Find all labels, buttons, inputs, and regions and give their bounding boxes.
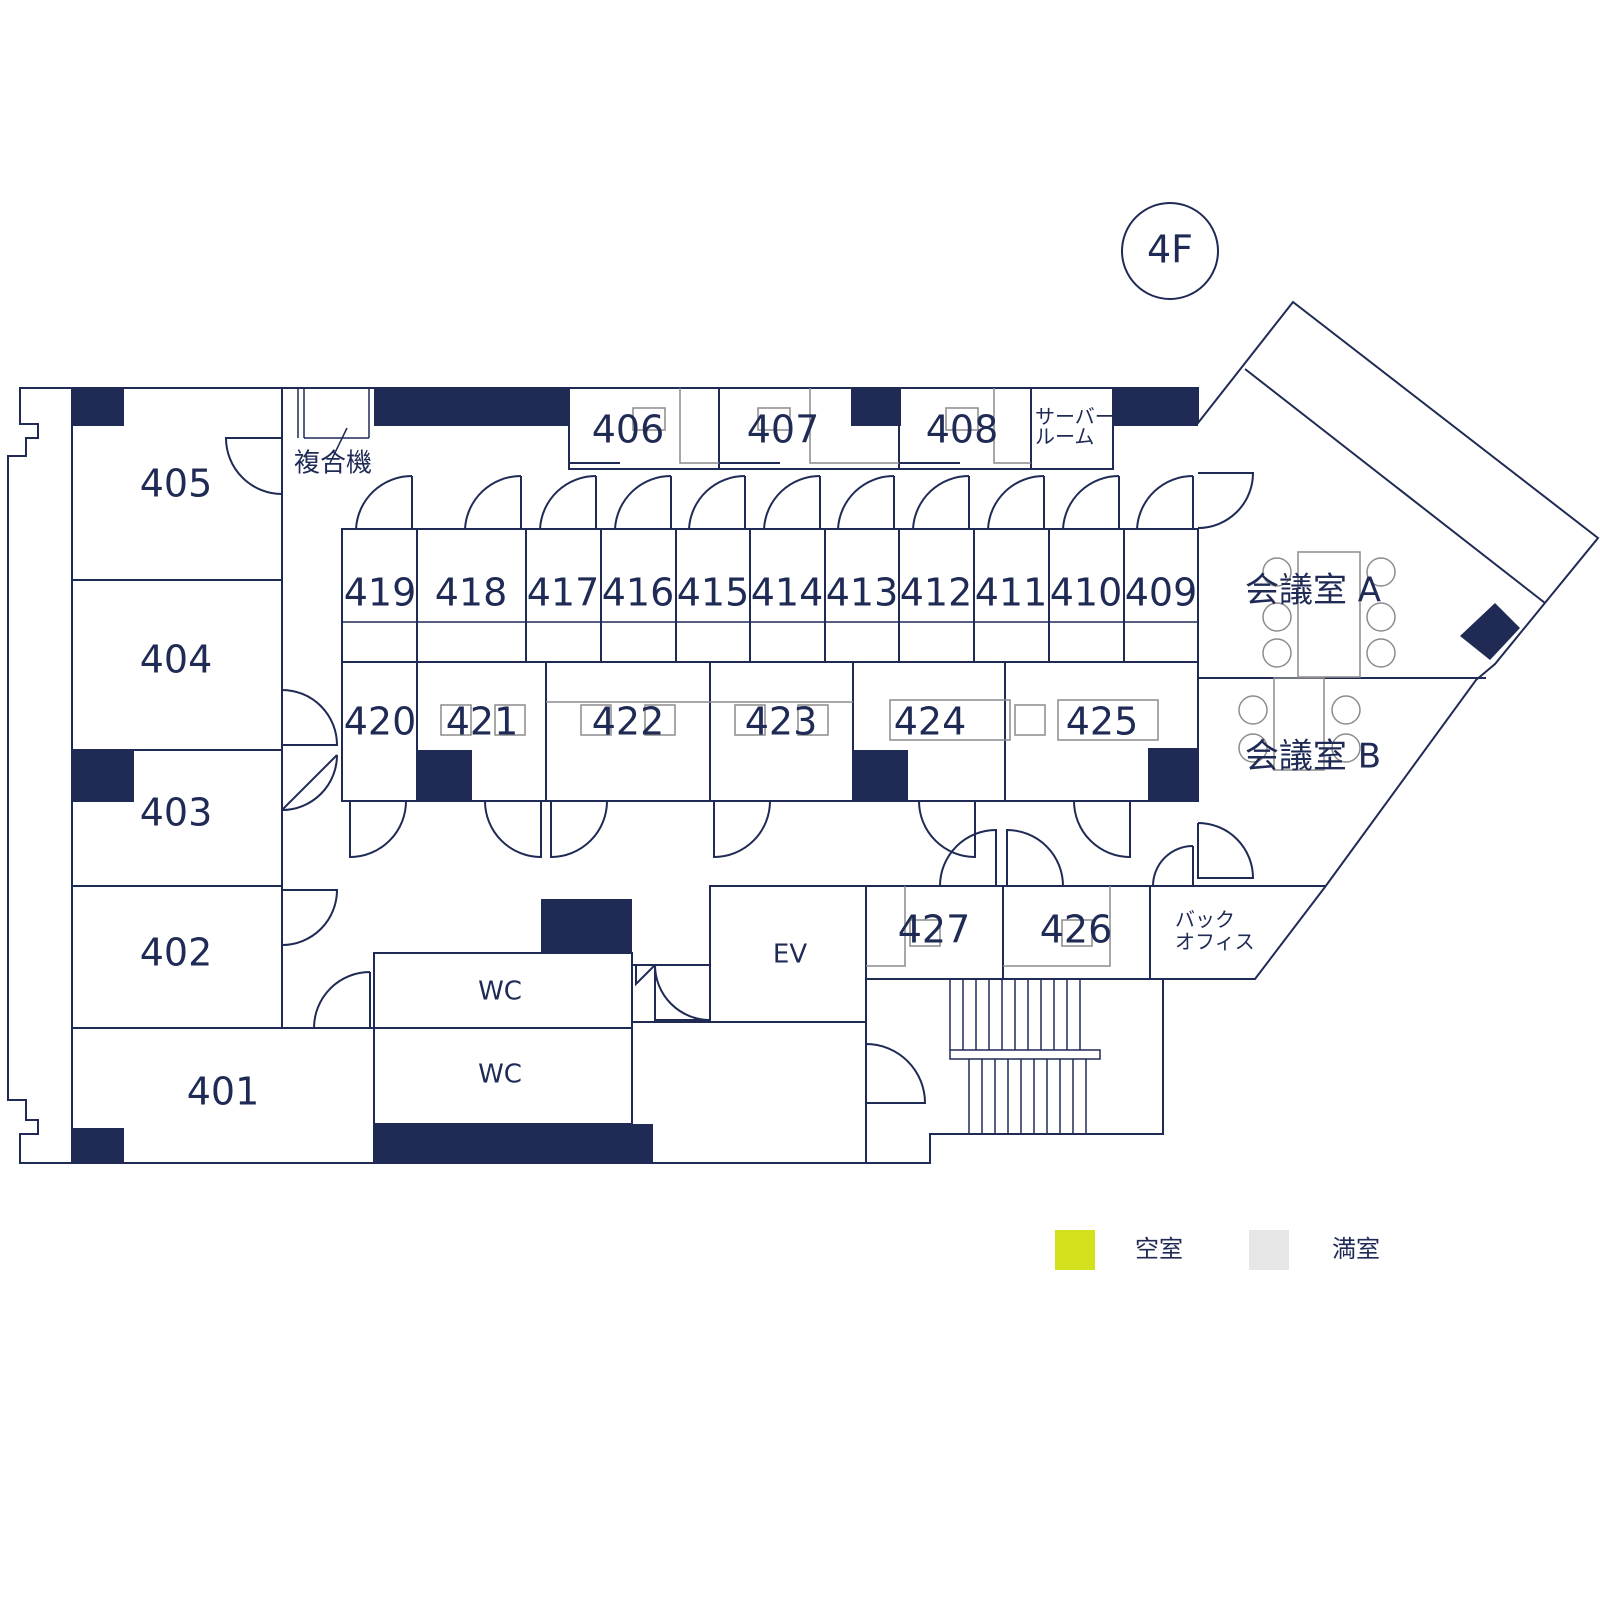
facility-labels: 複合機 サーバー ルーム 会議室 A 会議室 B バック オフィス EV WC … [294, 405, 1381, 1090]
room-420-label: 420 [344, 700, 417, 744]
room-410-label: 410 [1050, 571, 1123, 615]
legend-vacant-label: 空室 [1135, 1235, 1183, 1263]
back-office-label-line2: オフィス [1175, 930, 1255, 954]
room-413-label: 413 [826, 571, 899, 615]
room-406-label: 406 [592, 408, 665, 452]
room-411-label: 411 [975, 571, 1048, 615]
room-labels: 405 404 403 402 401 406 407 408 409 410 … [140, 408, 1198, 1114]
room-427-label: 427 [898, 908, 971, 952]
back-office-label-line1: バック [1175, 908, 1235, 932]
room-417-label: 417 [527, 571, 600, 615]
wc-block [373, 952, 711, 1125]
room-405-label: 405 [140, 462, 213, 506]
columns [72, 388, 1520, 1163]
wc-2-label: WC [478, 1060, 522, 1090]
top-rooms [568, 387, 1114, 470]
room-418-label: 418 [435, 571, 508, 615]
room-408-label: 408 [926, 408, 999, 452]
copier-label: 複合機 [294, 449, 372, 479]
room-412-label: 412 [900, 571, 973, 615]
wc-1-label: WC [478, 977, 522, 1007]
floor-badge-circle [1121, 202, 1219, 300]
room-426-label: 426 [1040, 908, 1113, 952]
elevator-label: EV [773, 940, 807, 970]
room-401-label: 401 [187, 1070, 260, 1114]
room-425-label: 425 [1066, 700, 1139, 744]
meeting-room-b-label: 会議室 B [1245, 737, 1381, 777]
room-423-label: 423 [745, 700, 818, 744]
server-room-label-line2: ルーム [1035, 425, 1094, 449]
room-403-label: 403 [140, 791, 213, 835]
doors [224, 437, 1255, 1104]
room-424-label: 424 [894, 700, 967, 744]
room-422-label: 422 [592, 700, 665, 744]
meeting-room-a-label: 会議室 A [1245, 571, 1381, 611]
legend: 空室 満室 [1055, 1230, 1380, 1270]
room-419-label: 419 [344, 571, 417, 615]
legend-vacant-swatch [1055, 1230, 1095, 1270]
server-room-label-line1: サーバー [1035, 405, 1115, 429]
room-404-label: 404 [140, 638, 213, 682]
meeting-rooms [1198, 551, 1486, 771]
room-409-label: 409 [1125, 571, 1198, 615]
legend-occupied-swatch [1249, 1230, 1289, 1270]
room-407-label: 407 [747, 408, 820, 452]
room-421-label: 421 [446, 700, 519, 744]
room-415-label: 415 [677, 571, 750, 615]
floor-label: 4F [1147, 228, 1193, 272]
room-402-label: 402 [140, 931, 213, 975]
legend-occupied-label: 満室 [1332, 1235, 1380, 1263]
floor-badge: 4F [1121, 202, 1219, 300]
room-414-label: 414 [751, 571, 824, 615]
room-416-label: 416 [602, 571, 675, 615]
